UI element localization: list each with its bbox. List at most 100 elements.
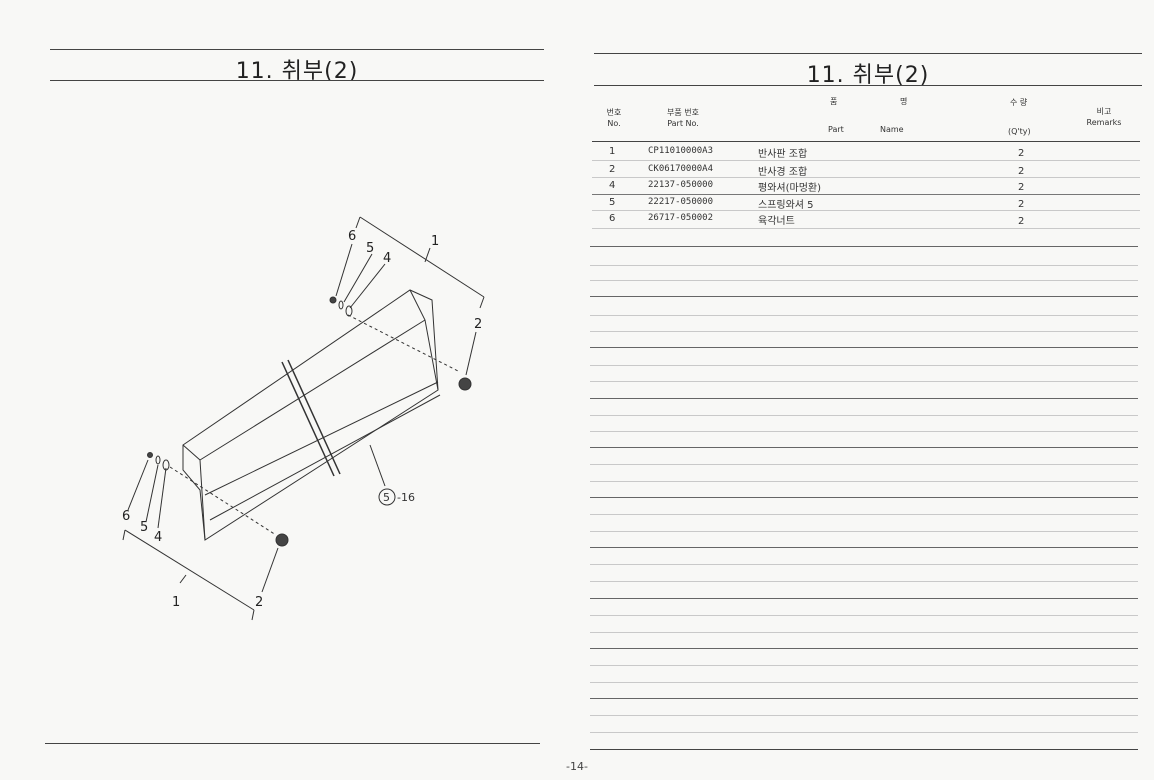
header-qty-en: (Q'ty) bbox=[1008, 127, 1031, 136]
callout-6-top: 6 bbox=[348, 229, 356, 244]
header-name-en-2: Name bbox=[880, 125, 904, 134]
row-part-no: CP11010000A3 bbox=[648, 146, 714, 156]
title-top-rule-right bbox=[594, 53, 1142, 54]
empty-row-rule bbox=[590, 615, 1138, 616]
empty-row-rule bbox=[590, 447, 1138, 448]
row-divider bbox=[592, 228, 1140, 229]
circled-ref-marker bbox=[378, 488, 396, 506]
right-page-title: 11. 취부(2) bbox=[806, 63, 930, 88]
row-name: 평와셔(마멍환) bbox=[758, 183, 822, 194]
row-divider bbox=[592, 160, 1140, 161]
right-page: 11. 취부(2) 번호 No. 부품 번호 Part No. 품 명 Part… bbox=[572, 0, 1154, 780]
header-name-ko-1: 품 bbox=[830, 97, 838, 106]
empty-row-rule bbox=[590, 398, 1138, 399]
empty-row-rule bbox=[590, 296, 1138, 297]
empty-row-rule bbox=[590, 648, 1138, 649]
left-page: 11. 취부(2) bbox=[0, 0, 572, 780]
callout-2-bottom: 2 bbox=[255, 595, 263, 610]
right-page-bottom-rule bbox=[590, 749, 1138, 750]
row-name: 반사경 조합 bbox=[758, 167, 808, 178]
row-divider bbox=[592, 210, 1140, 211]
empty-row-rule bbox=[590, 365, 1138, 366]
title-top-rule bbox=[50, 49, 544, 50]
row-part-no: 26717-050002 bbox=[648, 213, 714, 223]
header-name-en-1: Part bbox=[828, 125, 844, 134]
row-no: 1 bbox=[609, 146, 616, 157]
flat-washer-top bbox=[345, 305, 353, 317]
header-no-en: No. bbox=[607, 119, 621, 128]
callout-5-top: 5 bbox=[366, 241, 374, 256]
row-qty: 2 bbox=[1018, 199, 1025, 210]
band-clamp bbox=[281, 361, 335, 477]
ref-number: 5 bbox=[383, 491, 390, 504]
row-no: 5 bbox=[609, 197, 616, 208]
header-remarks: 비고 Remarks bbox=[1086, 106, 1122, 128]
empty-row-rule bbox=[590, 598, 1138, 599]
page-number: -14- bbox=[566, 760, 588, 773]
empty-row-rule bbox=[590, 265, 1138, 266]
left-page-title: 11. 취부(2) bbox=[235, 59, 359, 84]
row-qty: 2 bbox=[1018, 182, 1025, 193]
empty-row-rule bbox=[590, 431, 1138, 432]
left-page-bottom-rule bbox=[45, 743, 540, 744]
empty-row-rule bbox=[590, 415, 1138, 416]
empty-row-rule bbox=[590, 564, 1138, 565]
header-no-ko: 번호 bbox=[606, 108, 622, 117]
callout-2-top: 2 bbox=[474, 317, 482, 332]
header-part-no-ko: 부품 번호 bbox=[667, 108, 699, 117]
row-name: 반사판 조합 bbox=[758, 149, 808, 160]
empty-row-rule bbox=[590, 514, 1138, 515]
header-remarks-ko: 비고 bbox=[1096, 107, 1112, 116]
spring-washer-bottom bbox=[155, 455, 161, 465]
empty-row-rule bbox=[590, 732, 1138, 733]
row-part-no: 22137-050000 bbox=[648, 180, 714, 190]
ref-suffix: -16 bbox=[397, 491, 415, 504]
row-no: 2 bbox=[609, 164, 616, 175]
exploded-assembly-diagram: 5 -16 6 5 4 1 2 6 5 4 1 2 bbox=[122, 216, 485, 621]
empty-row-rule bbox=[590, 715, 1138, 716]
header-no: 번호 No. bbox=[602, 107, 626, 129]
header-part-no-en: Part No. bbox=[667, 119, 699, 128]
empty-row-rule bbox=[590, 315, 1138, 316]
callout-5-bottom: 5 bbox=[140, 520, 148, 535]
empty-row-rule bbox=[590, 464, 1138, 465]
callout-4-top: 4 bbox=[383, 251, 391, 266]
hex-nut-bottom bbox=[147, 452, 153, 458]
row-divider bbox=[592, 177, 1140, 178]
header-remarks-en: Remarks bbox=[1086, 118, 1122, 127]
header-divider bbox=[592, 141, 1140, 142]
hex-nut-top bbox=[329, 296, 337, 304]
row-part-no: 22217-050000 bbox=[648, 197, 714, 207]
empty-row-rule bbox=[590, 665, 1138, 666]
header-name-ko-2: 명 bbox=[900, 97, 908, 106]
row-part-no: CK06170000A4 bbox=[648, 164, 714, 174]
empty-row-rule bbox=[590, 581, 1138, 582]
header-part-no: 부품 번호 Part No. bbox=[658, 107, 708, 129]
row-name: 육각너트 bbox=[758, 216, 795, 227]
flat-washer-bottom bbox=[162, 459, 170, 471]
empty-row-rule bbox=[590, 331, 1138, 332]
row-qty: 2 bbox=[1018, 216, 1025, 227]
row-divider bbox=[592, 194, 1140, 195]
empty-row-rule bbox=[590, 481, 1138, 482]
callout-1-bottom: 1 bbox=[172, 595, 180, 610]
row-no: 6 bbox=[609, 213, 616, 224]
empty-row-rule bbox=[590, 698, 1138, 699]
reflector-body bbox=[182, 289, 439, 541]
callout-4-bottom: 4 bbox=[154, 530, 162, 545]
knob-top bbox=[458, 377, 472, 391]
empty-row-rule bbox=[590, 347, 1138, 348]
callout-6-bottom: 6 bbox=[122, 509, 130, 524]
empty-row-rule bbox=[590, 632, 1138, 633]
empty-row-rule bbox=[590, 381, 1138, 382]
empty-row-rule bbox=[590, 246, 1138, 247]
empty-row-rule bbox=[590, 280, 1138, 281]
row-qty: 2 bbox=[1018, 166, 1025, 177]
title-bottom-rule-right bbox=[594, 85, 1142, 86]
row-name: 스프링와셔 5 bbox=[758, 200, 814, 211]
empty-row-rule bbox=[590, 497, 1138, 498]
knob-bottom bbox=[275, 533, 289, 547]
empty-row-rule bbox=[590, 531, 1138, 532]
header-qty-ko: 수 량 bbox=[1010, 98, 1028, 107]
row-qty: 2 bbox=[1018, 148, 1025, 159]
